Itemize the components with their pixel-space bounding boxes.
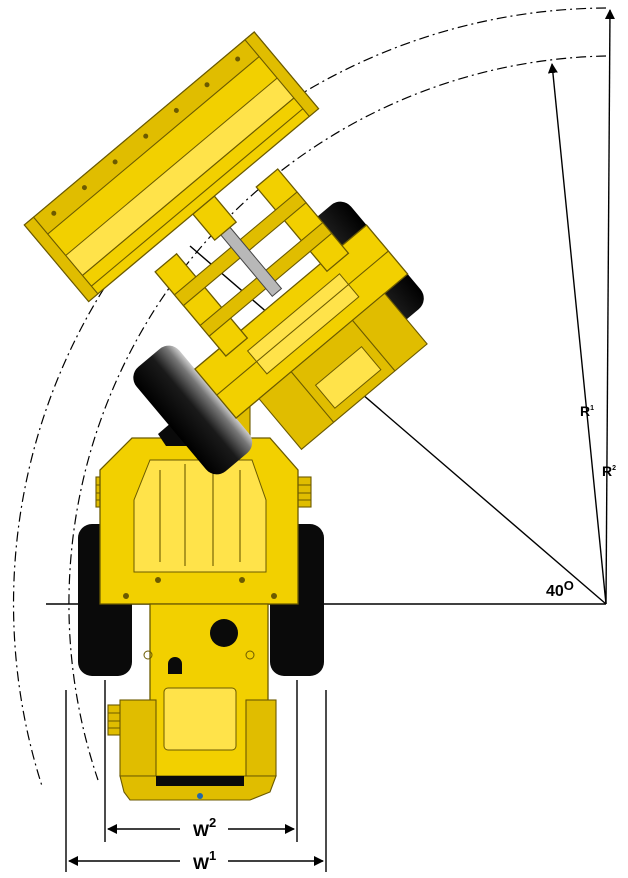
exhaust-stack [210, 619, 238, 647]
turning-circles [12, 7, 607, 787]
angle-label: 40O [546, 578, 574, 600]
r1-label: R1 [580, 403, 594, 419]
r1-arrow-line [547, 63, 607, 605]
loader-rear-frame [78, 422, 324, 801]
width-dimensions [65, 680, 327, 872]
air-intake [168, 657, 182, 674]
r2-arrow-line [604, 9, 615, 605]
inner-turning-arc [68, 55, 607, 781]
front-left-tire [133, 345, 253, 475]
loader-front-frame [23, 31, 428, 475]
w1-label: W1 [193, 848, 216, 873]
angle-line [189, 245, 607, 605]
outer-turning-arc [12, 7, 607, 787]
r2-label: R2 [602, 463, 616, 479]
w2-label: W2 [193, 815, 216, 840]
bucket [23, 31, 320, 303]
rear-grille [156, 776, 244, 786]
